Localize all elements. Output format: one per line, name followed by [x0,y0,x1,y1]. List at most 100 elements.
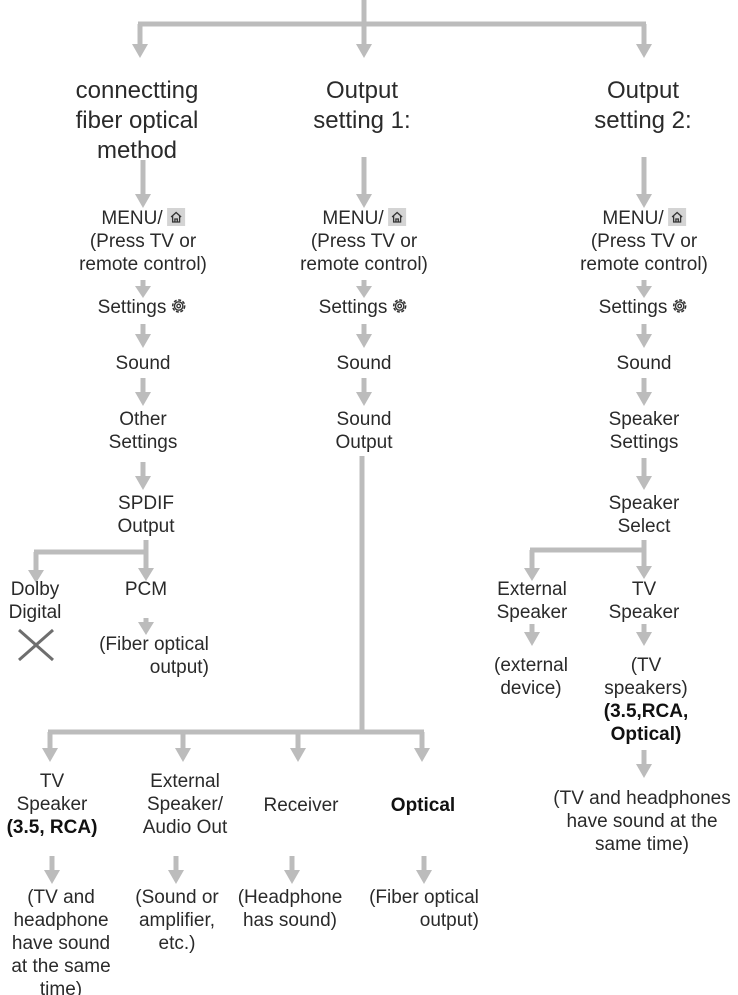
col2-external-option: External Speaker/ Audio Out [143,770,228,839]
external-speaker-line: External [497,579,567,600]
tv-result-line: speakers) [604,678,688,699]
external-line: External [150,771,220,792]
final-result-line: have sound at the [566,811,718,832]
tv-speaker-line: TV [631,579,657,600]
col2-receiver-result: (Headphone has sound) [238,886,343,932]
speaker-select-line: Speaker [608,493,680,514]
home-icon [166,208,185,226]
press-line: remote control) [580,254,708,275]
col3-external-result: (external device) [494,654,568,700]
press-line: (Press TV or [590,231,698,252]
col2-tv-speaker-option: TV Speaker (3.5, RCA) [7,770,98,839]
settings-label: Settings [97,297,167,318]
home-icon [387,208,406,226]
tv-speaker-result-line: time) [39,979,83,995]
x-mark-icon [18,628,54,662]
external-line: Audio Out [142,817,228,838]
col3-final-result: (TV and headphones have sound at the sam… [553,787,730,856]
external-result-line: (Sound or [135,887,219,908]
tv-speaker-line: TV [39,771,65,792]
tv-speaker-result-line: (TV and [27,887,95,908]
optical-result-line: output) [419,910,479,931]
tv-speaker-ports: (3.5, RCA) [6,817,98,838]
sound-output-line: Output [335,432,393,453]
settings-label: Settings [318,297,388,318]
tv-speaker-result-line: at the same [11,956,111,977]
tv-result-ports: (3.5,RCA, [603,701,689,722]
press-line: (Press TV or [310,231,418,252]
header-col1-line: fiber optical [75,107,199,134]
pcm-result-line: (Fiber optical [99,634,209,655]
col3-settings-step: Settings [599,296,690,319]
col3-sound-step: Sound [617,352,672,375]
pcm-result-line: output) [149,657,209,678]
header-col2: Output setting 1: [313,76,410,136]
press-line: remote control) [79,254,207,275]
external-result-line: device) [500,678,562,699]
col2-optical-result: (Fiber optical output) [369,886,479,932]
header-col3: Output setting 2: [594,76,691,136]
col3-menu-step: MENU/ (Press TV or remote control) [580,207,708,276]
col2-optical-option: Optical [391,794,455,817]
external-result-line: (external [494,655,568,676]
col3-tv-option: TV Speaker [609,578,680,624]
col2-tv-speaker-result: (TV and headphone have sound at the same… [11,886,110,995]
external-result-line: etc.) [158,933,196,954]
other-settings-line: Settings [108,432,178,453]
tv-speaker-line: Speaker [16,794,88,815]
menu-label: MENU/ [101,208,163,229]
optical-result-line: (Fiber optical [369,887,479,908]
header-col3-line: Output [606,77,680,104]
sound-label: Sound [115,353,171,374]
col3-external-option: External Speaker [497,578,568,624]
receiver-label: Receiver [263,795,339,816]
col2-sound-output-step: Sound Output [335,408,392,454]
header-col1-line: connectting [75,77,199,104]
tv-result-line: (TV [630,655,662,676]
sound-output-line: Sound [336,409,392,430]
col1-settings-step: Settings [98,296,189,319]
gear-icon [392,299,407,313]
press-line: remote control) [300,254,428,275]
col2-sound-step: Sound [337,352,392,375]
col3-tv-result: (TV speakers) (3.5,RCA, Optical) [604,654,688,746]
spdif-line: Output [117,516,175,537]
col2-receiver-option: Receiver [264,794,339,817]
tv-result-ports: Optical) [610,724,682,745]
col1-spdif-step: SPDIF Output [117,492,174,538]
receiver-result-line: has sound) [242,910,337,931]
col2-external-result: (Sound or amplifier, etc.) [135,886,218,955]
col1-pcm-option: PCM [125,578,167,601]
pcm-label: PCM [124,579,168,600]
receiver-result-line: (Headphone [237,887,343,908]
speaker-settings-line: Settings [609,432,679,453]
col1-dolby-option: Dolby Digital [9,578,62,624]
external-line: Speaker/ [146,794,224,815]
col2-menu-step: MENU/ (Press TV or remote control) [300,207,428,276]
header-col2-line: setting 1: [313,107,411,134]
sound-label: Sound [616,353,672,374]
home-icon [667,208,686,226]
col1-pcm-result: (Fiber optical output) [99,633,209,679]
col3-speaker-select-step: Speaker Select [609,492,680,538]
col1-menu-step: MENU/ (Press TV or remote control) [79,207,207,276]
col1-other-settings-step: Other Settings [109,408,178,454]
other-settings-line: Other [119,409,167,430]
external-result-line: amplifier, [138,910,216,931]
spdif-line: SPDIF [118,493,174,514]
optical-label: Optical [390,795,456,816]
col2-settings-step: Settings [319,296,410,319]
header-col1-line: method [96,137,178,164]
final-result-line: (TV and headphones [553,788,731,809]
col3-speaker-settings-step: Speaker Settings [609,408,680,454]
header-col1: connectting fiber optical method [76,76,199,166]
gear-icon [171,299,186,313]
tv-speaker-result-line: headphone [13,910,109,931]
external-speaker-line: Speaker [496,602,568,623]
speaker-settings-line: Speaker [608,409,680,430]
menu-label: MENU/ [602,208,664,229]
speaker-select-line: Select [617,516,671,537]
gear-icon [672,299,687,313]
